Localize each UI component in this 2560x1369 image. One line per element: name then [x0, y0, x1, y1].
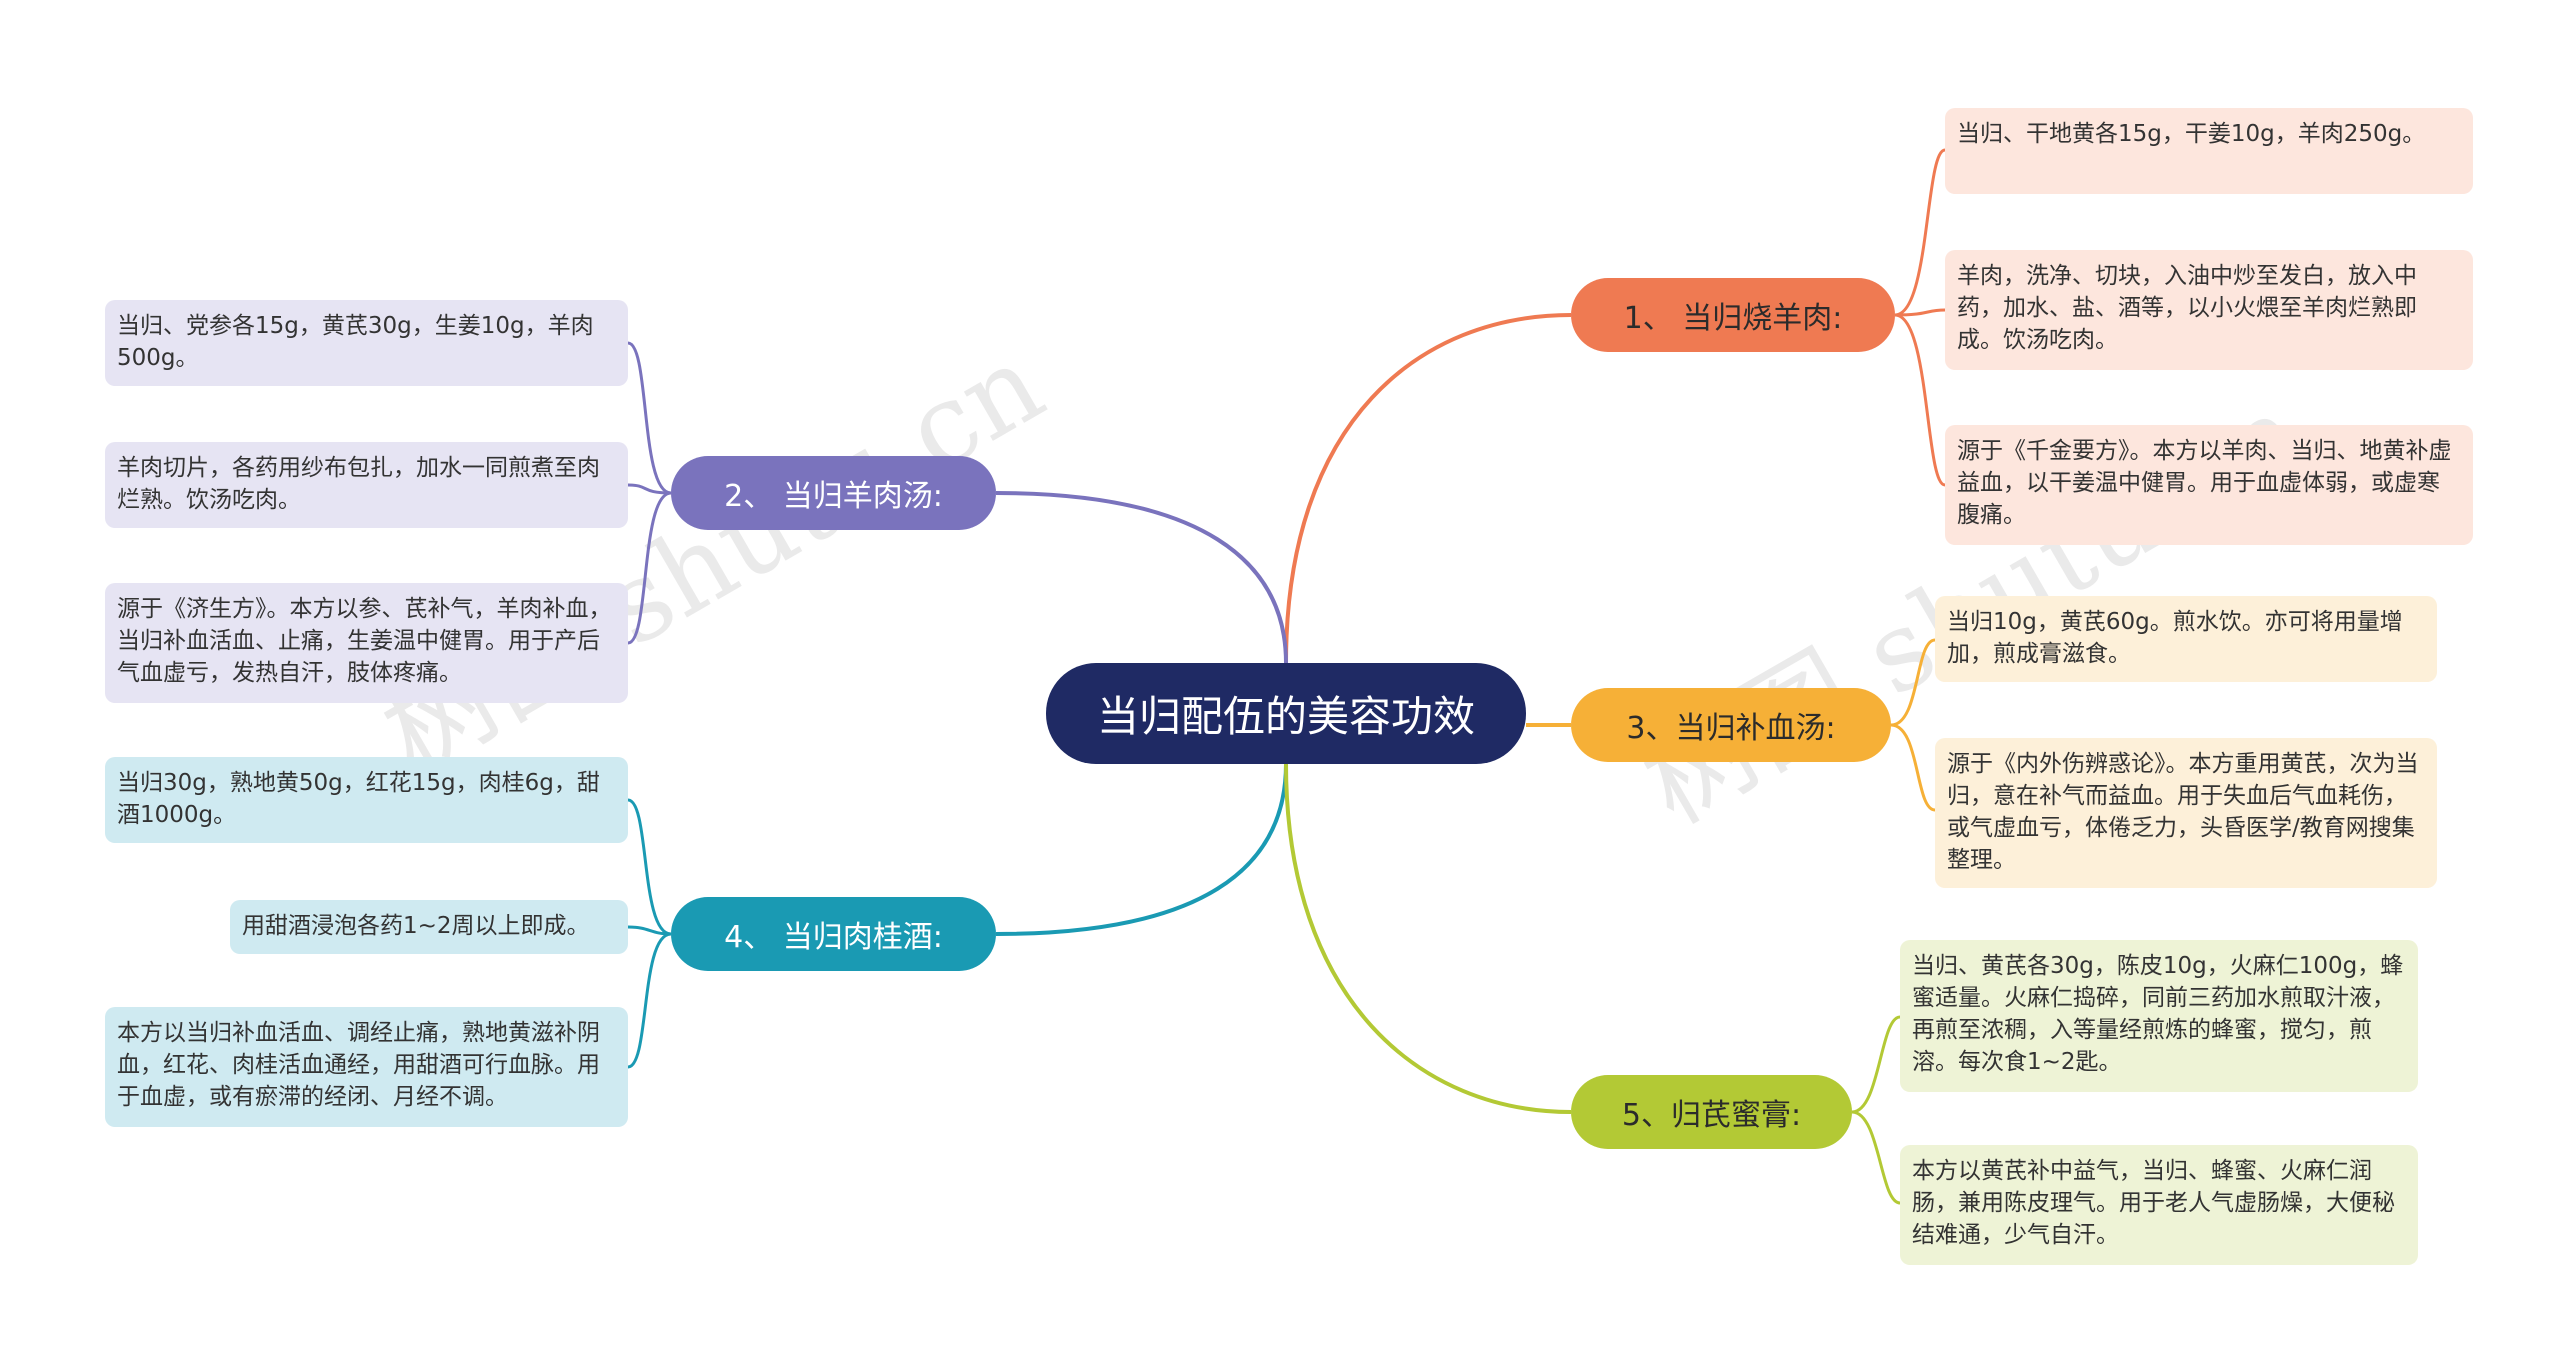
- branch-topic-4[interactable]: 4、 当归肉桂酒:: [671, 897, 996, 971]
- leaf-topic-4-2[interactable]: 用甜酒浸泡各药1~2周以上即成。: [230, 900, 628, 954]
- connector-branch-1-leaf-2: [1894, 308, 1946, 317]
- leaf-topic-4-1[interactable]: 当归30g，熟地黄50g，红花15g，肉桂6g，甜酒1000g。: [105, 757, 628, 843]
- connector-branch-4-leaf-3: [627, 932, 672, 1069]
- leaf-topic-1-2[interactable]: 羊肉，洗净、切块，入油中炒至发白，放入中药，加水、盐、酒等，以小火煨至羊肉烂熟即…: [1945, 250, 2473, 370]
- connector-branch-1-leaf-1: [1894, 148, 1946, 317]
- leaf-topic-4-3[interactable]: 本方以当归补血活血、调经止痛，熟地黄滋补阴血，红花、肉桂活血通经，用甜酒可行血脉…: [105, 1007, 628, 1127]
- leaf-topic-3-2[interactable]: 源于《内外伤辨惑论》。本方重用黄芪，次为当归，意在补气而益血。用于失血后气血耗伤…: [1935, 738, 2437, 888]
- connector-root-branch-2: [995, 491, 1288, 664]
- leaf-topic-2-3[interactable]: 源于《济生方》。本方以参、芪补气，羊肉补血，当归补血活血、止痛，生姜温中健胃。用…: [105, 583, 628, 703]
- leaf-topic-1-3[interactable]: 源于《千金要方》。本方以羊肉、当归、地黄补虚益血，以干姜温中健胃。用于血虚体弱，…: [1945, 425, 2473, 545]
- leaf-topic-1-1[interactable]: 当归、干地黄各15g，干姜10g，羊肉250g。: [1945, 108, 2473, 194]
- root-topic[interactable]: 当归配伍的美容功效: [1046, 663, 1526, 764]
- connector-branch-2-leaf-3: [627, 491, 672, 645]
- connector-branch-4-leaf-1: [627, 798, 672, 936]
- branch-topic-1[interactable]: 1、 当归烧羊肉:: [1571, 278, 1895, 352]
- connector-branch-3-leaf-1: [1890, 638, 1936, 727]
- leaf-topic-5-1[interactable]: 当归、黄芪各30g，陈皮10g，火麻仁100g，蜂蜜适量。火麻仁捣碎，同前三药加…: [1900, 940, 2418, 1092]
- connector-root-branch-4: [995, 763, 1288, 936]
- connector-branch-2-leaf-1: [627, 341, 672, 495]
- leaf-topic-3-1[interactable]: 当归10g，黄芪60g。煎水饮。亦可将用量增加，煎成膏滋食。: [1935, 596, 2437, 682]
- connector-branch-5-leaf-1: [1851, 1015, 1901, 1114]
- connector-branch-2-leaf-2: [627, 483, 672, 495]
- connector-branch-5-leaf-2: [1851, 1110, 1901, 1205]
- leaf-topic-5-2[interactable]: 本方以黄芪补中益气，当归、蜂蜜、火麻仁润肠，兼用陈皮理气。用于老人气虚肠燥，大便…: [1900, 1145, 2418, 1265]
- connector-branch-1-leaf-3: [1894, 313, 1946, 487]
- branch-topic-3[interactable]: 3、当归补血汤:: [1571, 688, 1891, 762]
- connector-branch-3-leaf-2: [1890, 723, 1936, 812]
- connector-root-branch-5: [1284, 763, 1572, 1114]
- branch-topic-5[interactable]: 5、归芪蜜膏:: [1571, 1075, 1852, 1149]
- connector-root-branch-1: [1284, 313, 1572, 664]
- leaf-topic-2-1[interactable]: 当归、党参各15g，黄芪30g，生姜10g，羊肉500g。: [105, 300, 628, 386]
- branch-topic-2[interactable]: 2、 当归羊肉汤:: [671, 456, 996, 530]
- leaf-topic-2-2[interactable]: 羊肉切片，各药用纱布包扎，加水一同煎煮至肉烂熟。饮汤吃肉。: [105, 442, 628, 528]
